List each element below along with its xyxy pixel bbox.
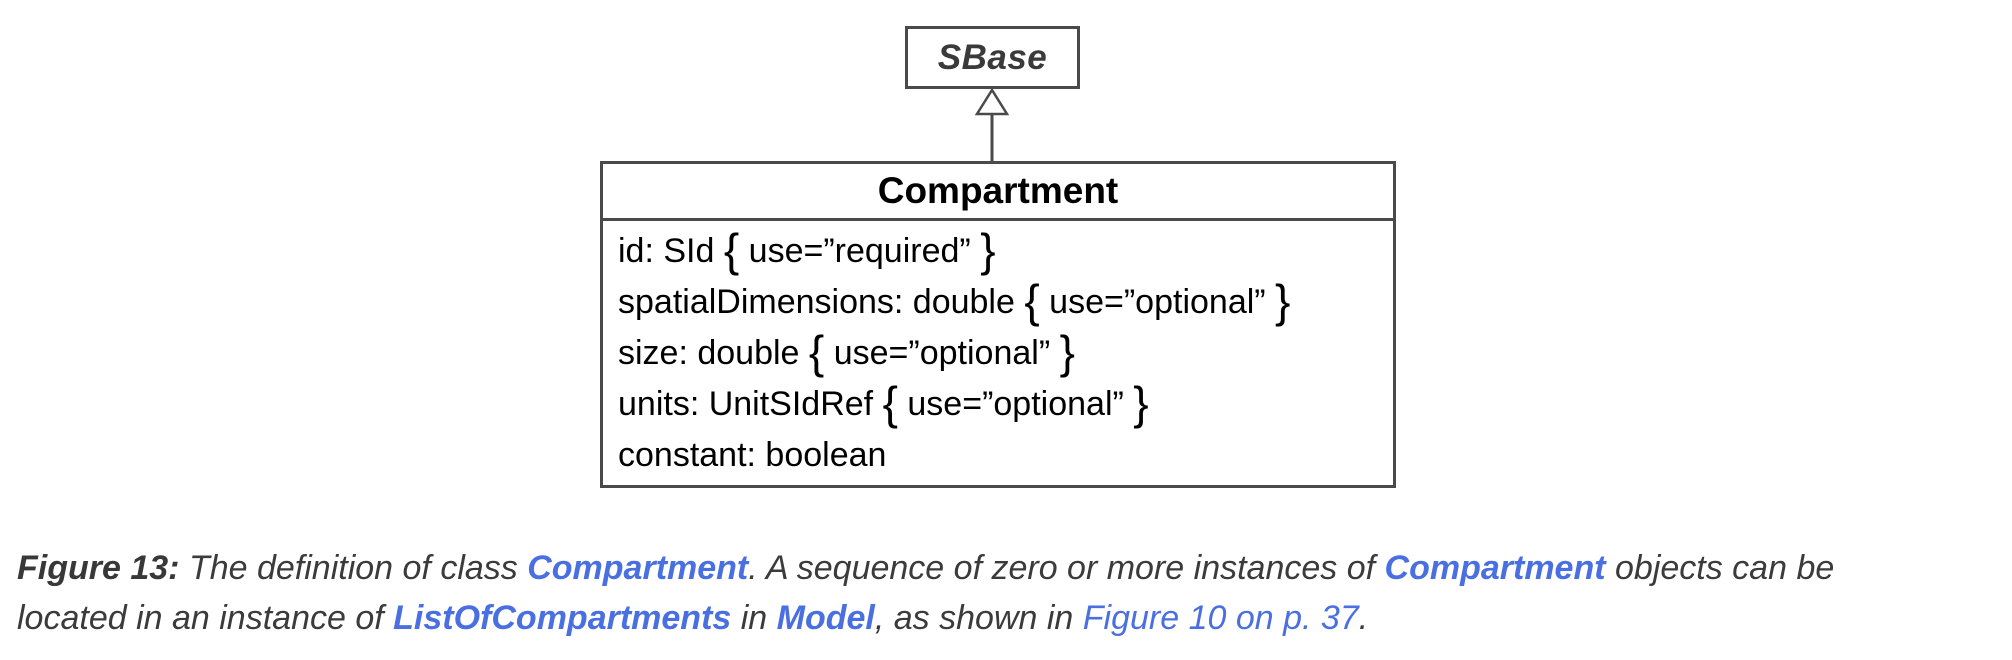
caption-line: located in an instance of ListOfCompartm… (17, 593, 2009, 643)
attribute-text: units: UnitSIdRef (618, 385, 874, 423)
open-brace: { (723, 224, 740, 276)
class-name-link[interactable]: Compartment (1384, 549, 1606, 587)
caption-text: . A sequence of zero or more instances o… (748, 549, 1385, 587)
caption-text: in (731, 599, 777, 637)
open-brace: { (882, 377, 898, 429)
sbase-class-name: SBase (937, 37, 1048, 77)
compartment-header: Compartment (603, 164, 1393, 221)
caption-line: Figure 13: The definition of class Compa… (17, 543, 2009, 593)
class-name-link[interactable]: ListOfCompartments (393, 599, 732, 637)
attribute-row: spatialDimensions: double { use=”optiona… (618, 275, 1291, 327)
attribute-text: id: SId (618, 232, 715, 270)
attribute-text: spatialDimensions: double (618, 283, 1015, 321)
attribute-text: constant: boolean (618, 436, 887, 474)
open-brace: { (1024, 275, 1040, 327)
attribute-row: units: UnitSIdRef { use=”optional” } (618, 377, 1149, 429)
class-name-link[interactable]: Model (776, 599, 875, 637)
caption-text: , as shown in (874, 599, 1083, 637)
caption-text: The definition of class (188, 549, 528, 587)
close-brace: } (1275, 275, 1291, 327)
uml-class-box-compartment: Compartment id: SId { use=”required” }sp… (600, 161, 1396, 488)
cross-reference-link[interactable]: Figure 10 on p. 37 (1082, 599, 1359, 637)
attributes-compartment: id: SId { use=”required” }spatialDimensi… (603, 221, 1393, 485)
close-brace: } (980, 224, 996, 276)
attribute-row: size: double { use=”optional” } (618, 326, 1075, 378)
close-brace: } (1133, 377, 1149, 429)
compartment-class-name: Compartment (877, 170, 1119, 211)
close-brace: } (1059, 326, 1075, 378)
caption-text: objects can be (1605, 549, 1835, 587)
attribute-text: size: double (618, 334, 800, 372)
attribute-row: constant: boolean (618, 430, 1379, 481)
uml-class-box-sbase: SBase (905, 26, 1080, 89)
caption-text: located in an instance of (17, 599, 394, 637)
figure-caption: Figure 13: The definition of class Compa… (17, 543, 2009, 643)
open-brace: { (808, 326, 825, 378)
caption-text: . (1358, 599, 1369, 637)
attribute-row: id: SId { use=”required” } (618, 224, 996, 276)
generalization-arrow (974, 87, 1010, 163)
caption-text: Figure 13: (17, 549, 189, 587)
class-name-link[interactable]: Compartment (527, 549, 749, 587)
